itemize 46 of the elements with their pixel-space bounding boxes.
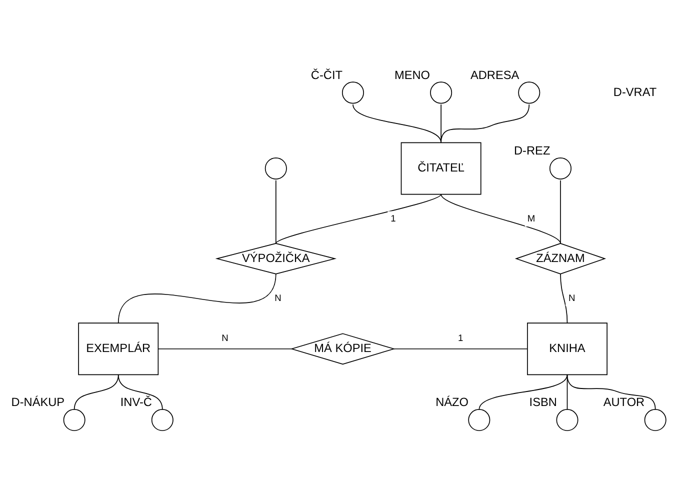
edge-label: M: [527, 213, 536, 224]
edge-label: 1: [458, 333, 464, 344]
node-diamond: MÁ KÓPIE: [290, 333, 396, 365]
node-label: D-NÁKUP: [11, 395, 65, 410]
connector: [394, 348, 528, 350]
node-label: NÁZO: [436, 395, 469, 410]
node-circle: [430, 82, 452, 104]
node-label: D-REZ: [514, 144, 550, 158]
node-label: MENO: [394, 68, 430, 82]
connector: [560, 180, 561, 244]
connector: [275, 194, 442, 244]
node-circle: [644, 409, 666, 432]
node-circle: [63, 409, 86, 432]
node-circle: [342, 82, 364, 104]
connector: [440, 194, 561, 244]
node-circle: [468, 409, 490, 432]
connector: [566, 374, 656, 410]
connector: [118, 374, 163, 410]
node-circle: [151, 409, 174, 432]
connector: [158, 348, 292, 350]
node-circle: [518, 82, 540, 104]
node-box: ČITATEĽ: [400, 142, 482, 195]
node-label: AUTOR: [603, 395, 645, 410]
connector: [440, 104, 530, 144]
edge-label: N: [274, 292, 282, 303]
connector: [560, 274, 568, 324]
edge-label: N: [222, 333, 228, 344]
node-circle: [264, 157, 287, 180]
connector: [352, 104, 442, 144]
node-diamond: VÝPOŽIČKA: [215, 243, 337, 274]
connector: [275, 180, 276, 244]
edge-label: 1: [390, 213, 396, 224]
connector: [74, 374, 119, 410]
label: D-VRAT: [613, 84, 657, 99]
node-diamond: ZÁZNAM: [514, 242, 606, 274]
node-label: ISBN: [529, 395, 557, 410]
connector: [118, 274, 276, 324]
node-label: INV-Č: [120, 395, 152, 410]
node-box: EXEMPLÁR: [78, 322, 159, 376]
node-circle: [549, 157, 572, 180]
connector: [478, 374, 568, 410]
node-box: KNIHA: [527, 322, 608, 376]
node-circle: [556, 409, 578, 432]
node-label: Č-ČIT: [310, 68, 343, 82]
node-label: ADRESA: [470, 68, 520, 82]
edge-label: N: [568, 292, 576, 303]
